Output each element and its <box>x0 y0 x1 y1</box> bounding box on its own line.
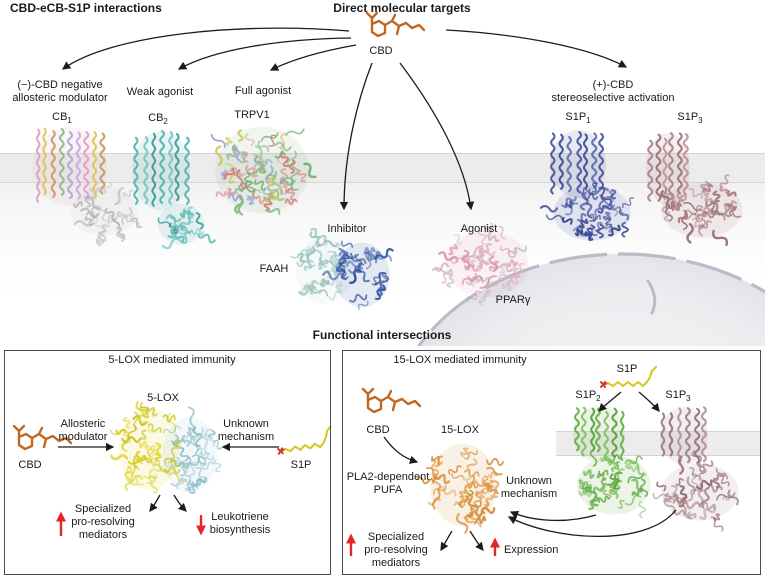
red-arrows <box>55 511 501 556</box>
protein-cb1-domain <box>70 181 143 247</box>
figure-title: CBD-eCB-S1P interactions <box>10 1 162 15</box>
label-pla2-pufa: PLA2-dependent PUFA <box>346 471 430 496</box>
arrow-s1p2-to-15lox <box>509 510 597 522</box>
s1p-label-box5: S1P <box>290 459 312 471</box>
label-s1p3: S1P3 <box>677 111 703 126</box>
mechanism-trpv1: Full agonist <box>234 85 292 97</box>
cbd-label-box15: CBD <box>366 424 390 436</box>
protein-s1p1 <box>550 130 606 198</box>
arrow-s1p3-to-15lox <box>507 509 677 538</box>
section-title-functional: Functional intersections <box>312 328 452 342</box>
protein-s1p2-box15 <box>573 406 625 462</box>
protein-5lox-lobe-b <box>162 406 223 494</box>
plasma-membrane <box>0 153 765 183</box>
arrows <box>58 27 677 552</box>
label-15lox: 15-LOX <box>441 424 479 436</box>
arrow-15lox-out-left <box>440 530 453 552</box>
label-unknown-mechanism-box15: Unknown mechanism <box>500 475 558 500</box>
arrow-cbd-to-cb2 <box>177 37 352 70</box>
protein-5lox-lobe-a <box>109 400 188 494</box>
arrow-cbd-to-pparg <box>399 62 475 211</box>
protein-cb2 <box>132 129 190 210</box>
arrow-cbd-to-cb1 <box>61 27 350 70</box>
protein-s1p3-domain <box>660 174 743 247</box>
label-unknown-mechanism-box5: Unknown mechanism <box>217 418 275 443</box>
section-title-direct-targets: Direct molecular targets <box>333 1 471 15</box>
label-inhibitor: Inhibitor <box>327 223 367 235</box>
label-faah: FAAH <box>259 263 289 275</box>
label-s1p2-box15: S1P2 <box>575 389 601 404</box>
membrane-right-box <box>556 431 760 456</box>
box-15lox <box>342 350 761 575</box>
arrow-s1p-to-s1p3 <box>638 391 660 412</box>
protein-trpv1 <box>210 126 317 216</box>
arrow-cbd-to-faah <box>339 62 373 211</box>
label-cb2: CB2 <box>148 112 168 127</box>
mechanism-cb1: (−)-CBD negative allosteric modulator <box>12 79 108 104</box>
label-s1p1: S1P1 <box>565 111 591 126</box>
cbd-label-top: CBD <box>369 45 393 57</box>
protein-s1p1-domain <box>539 182 635 241</box>
box15-title: 15-LOX mediated immunity <box>393 354 527 366</box>
protein-s1p2-domain <box>577 448 651 519</box>
outcome-expression: Expression <box>504 544 559 556</box>
protein-15lox <box>416 443 505 534</box>
arrow-cbd-to-15lox <box>383 436 419 464</box>
arrow-15lox-out-right <box>469 530 484 551</box>
arrow-5lox-out-right <box>173 494 187 512</box>
arrow-cbd-to-trpv1 <box>269 44 357 71</box>
box-5lox <box>4 350 331 575</box>
arrow-5lox-out-left <box>149 494 161 513</box>
label-5lox: 5-LOX <box>147 392 179 404</box>
s1p-label-box15: S1P <box>616 363 638 375</box>
cbd-label-box5: CBD <box>18 459 42 471</box>
box5-title: 5-LOX mediated immunity <box>108 354 236 366</box>
protein-faah-lobe-b <box>321 240 394 310</box>
nucleus <box>416 252 765 346</box>
mechanism-s1p: (+)-CBD stereoselective activation <box>551 79 675 104</box>
protein-cb2-tail <box>157 203 216 250</box>
outcome-spm-box15: Specialized pro-resolving mediators <box>364 531 428 569</box>
label-allosteric-modulator: Allosteric modulator <box>58 418 108 443</box>
label-cb1: CB1 <box>52 111 72 126</box>
protein-pparg <box>431 222 529 307</box>
protein-s1p3b-domain <box>652 450 739 532</box>
arrow-cbd-to-s1p <box>445 29 628 68</box>
protein-structures <box>33 126 743 534</box>
outcome-leukotriene: Leukotriene biosynthesis <box>209 511 271 536</box>
label-agonist: Agonist <box>460 223 498 235</box>
label-trpv1: TRPV1 <box>234 109 270 121</box>
arrow-s1p-to-s1p2 <box>598 391 622 412</box>
protein-cb1 <box>33 127 107 206</box>
label-pparg: PPARγ <box>495 294 531 306</box>
label-s1p3-box15: S1P3 <box>665 389 691 404</box>
outcome-spm-box5: Specialized pro-resolving mediators <box>71 503 135 541</box>
cbd-molecule-top <box>365 11 426 38</box>
mechanism-cb2: Weak agonist <box>126 86 194 98</box>
protein-s1p3-box15 <box>660 406 708 465</box>
